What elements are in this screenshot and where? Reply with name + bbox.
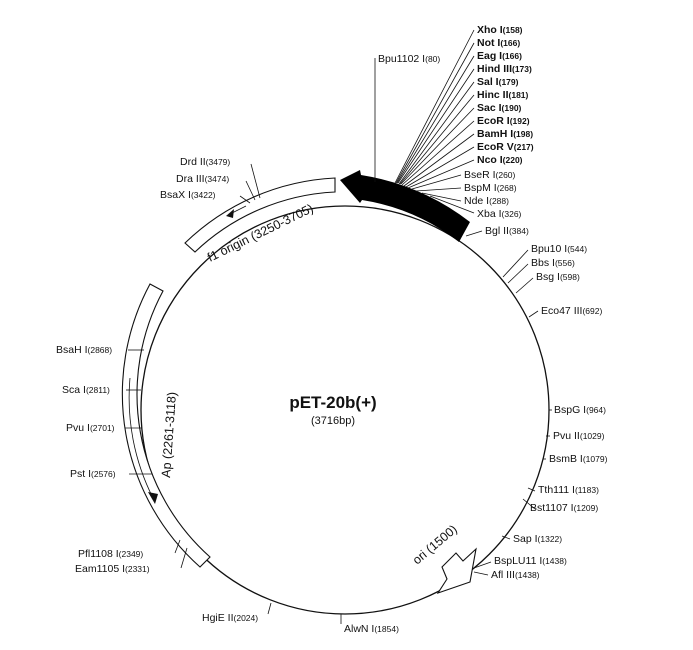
site-alwn: AlwN I(1854) xyxy=(344,623,399,635)
site-ecor1: EcoR I(192) xyxy=(477,115,530,127)
site-sca: Sca I(2811) xyxy=(62,384,110,396)
site-bpu1102: Bpu1102 I(80) xyxy=(378,53,440,65)
mcs-black-arrow xyxy=(340,170,470,242)
site-eag: Eag I(166) xyxy=(477,50,522,62)
ori-arrow xyxy=(436,547,477,595)
site-tth111: Tth111 I(1183) xyxy=(538,484,599,496)
site-bsmb: BsmB I(1079) xyxy=(549,453,608,465)
site-bgl: Bgl II(384) xyxy=(485,225,529,237)
site-sal: Sal I(179) xyxy=(477,76,519,88)
site-bsg: Bsg I(598) xyxy=(536,271,580,283)
site-sap: Sap I(1322) xyxy=(513,533,562,545)
site-bspm: BspM I(268) xyxy=(464,182,517,194)
ap-label: Ap (2261-3118) xyxy=(159,392,179,479)
site-pst: Pst I(2576) xyxy=(70,468,116,480)
site-sac: Sac I(190) xyxy=(477,102,522,114)
site-pfl1108: Pfl1108 I(2349) xyxy=(78,548,143,560)
site-pvu1: Pvu I(2701) xyxy=(66,422,115,434)
site-bamh: BamH I(198) xyxy=(477,128,533,140)
site-bspg: BspG I(964) xyxy=(554,404,606,416)
site-eam1105: Eam1105 I(2331) xyxy=(75,563,150,575)
site-bbs: Bbs I(556) xyxy=(531,257,575,269)
plasmid-size: (3716bp) xyxy=(311,415,355,427)
ap-feature xyxy=(121,283,211,568)
site-dra3: Dra III(3474) xyxy=(176,173,229,185)
site-drd2: Drd II(3479) xyxy=(180,156,230,168)
site-nco: Nco I(220) xyxy=(477,154,523,166)
ap-arrowhead-icon xyxy=(148,492,158,504)
f1-origin-feature xyxy=(184,177,336,253)
f1-origin-label: f1 origin (3250-3705) xyxy=(205,201,315,264)
site-xba: Xba I(326) xyxy=(477,208,522,220)
site-afl3: Afl III(1438) xyxy=(491,569,540,581)
site-bst1107: Bst1107 I(1209) xyxy=(530,502,598,514)
site-xho: Xho I(158) xyxy=(477,24,523,36)
site-pvu2: Pvu II(1029) xyxy=(553,430,605,442)
plasmid-name: pET-20b(+) xyxy=(289,393,376,412)
site-ecorv: EcoR V(217) xyxy=(477,141,534,153)
restriction-site-labels: Bpu1102 I(80) Xho I(158) Not I(166) Eag … xyxy=(56,24,608,635)
site-bpu10: Bpu10 I(544) xyxy=(531,243,587,255)
site-bsax: BsaX I(3422) xyxy=(160,189,216,201)
site-bser: BseR I(260) xyxy=(464,169,516,181)
site-hind: Hind III(173) xyxy=(477,63,532,75)
site-nde: Nde I(288) xyxy=(464,195,509,207)
site-eco47: Eco47 III(692) xyxy=(541,305,602,317)
site-bsplu11: BspLU11 I(1438) xyxy=(494,555,567,567)
site-bsah: BsaH I(2868) xyxy=(56,344,112,356)
f1-arrowhead-icon xyxy=(226,209,234,218)
site-not: Not I(166) xyxy=(477,37,520,49)
site-hgie2: HgiE II(2024) xyxy=(202,612,258,624)
site-hinc: Hinc II(181) xyxy=(477,89,529,101)
